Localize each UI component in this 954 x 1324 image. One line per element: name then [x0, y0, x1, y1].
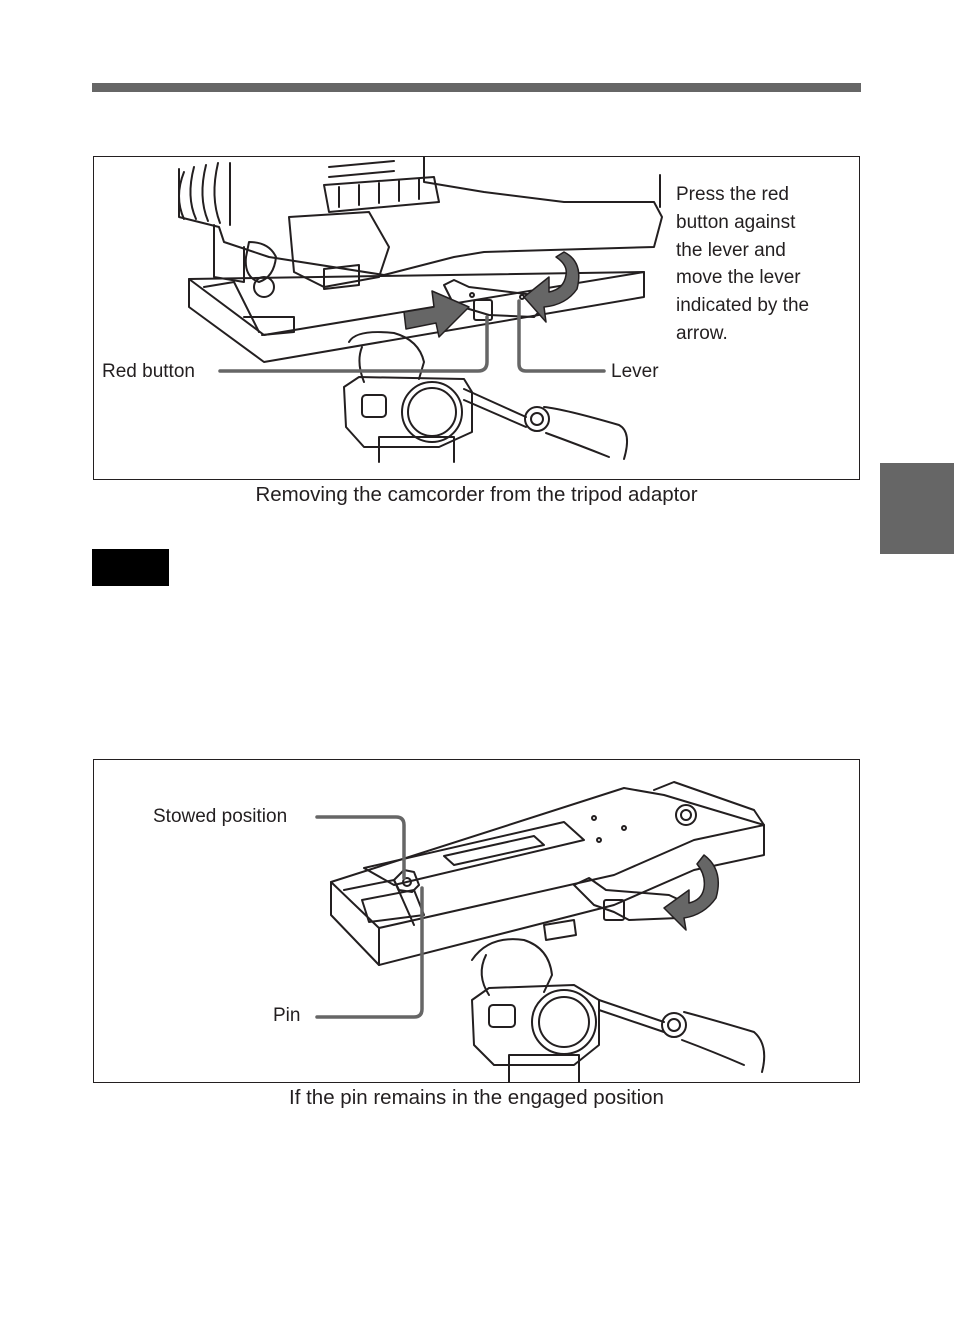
- instruction-line: indicated by the: [676, 295, 810, 317]
- lever-callout: Lever: [611, 361, 659, 382]
- figure-pin-engaged: Stowed position Pin: [93, 759, 860, 1083]
- red-button-callout: Red button: [102, 361, 195, 382]
- instruction-line: the lever and: [676, 239, 786, 261]
- camcorder-tripod-illustration: [178, 157, 663, 463]
- figure-caption: Removing the camcorder from the tripod a…: [255, 483, 698, 506]
- instruction-line: button against: [676, 211, 796, 233]
- stowed-position-callout: Stowed position: [153, 806, 288, 827]
- removal-instruction: Press the red button against the lever a…: [676, 181, 854, 348]
- figure-camcorder-removal: Red button Lever Press the red button ag…: [93, 156, 860, 480]
- instruction-line: Press the red: [676, 184, 789, 205]
- tripod-adaptor-illustration: [315, 781, 766, 1082]
- chapter-tab: [880, 463, 954, 554]
- instruction-line: move the lever: [676, 267, 801, 289]
- note-heading-box: [92, 549, 169, 586]
- instruction-line: arrow.: [676, 322, 728, 344]
- figure-caption: If the pin remains in the engaged positi…: [289, 1086, 664, 1109]
- header-rule: [92, 83, 861, 92]
- pin-callout: Pin: [273, 1005, 301, 1026]
